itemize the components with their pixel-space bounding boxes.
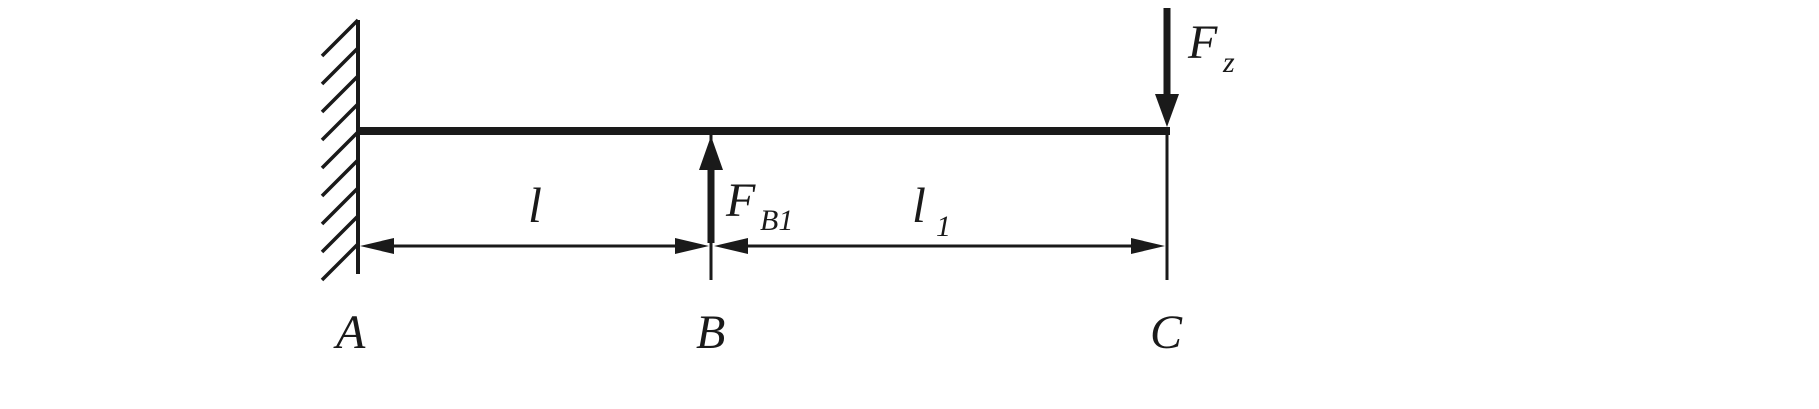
dimension-line-bc	[714, 238, 1165, 254]
dimension-label-l: l	[528, 177, 542, 233]
force-label-fb1-symbol: F	[725, 174, 756, 227]
fixed-support-hatching	[320, 18, 360, 282]
force-arrow-fb1-up	[699, 136, 723, 243]
force-label-fz-subscript: z	[1222, 46, 1235, 79]
dimension-label-l1-subscript: 1	[936, 210, 951, 243]
force-label-fz-symbol: F	[1187, 16, 1218, 69]
point-label-c: C	[1150, 306, 1183, 359]
point-label-a: A	[333, 306, 366, 359]
dimension-label-l1-symbol: l	[912, 177, 926, 233]
point-label-b: B	[696, 306, 725, 359]
dimension-line-ab	[360, 238, 709, 254]
force-arrow-fz-down	[1155, 8, 1179, 127]
force-label-fb1-subscript: B1	[760, 204, 793, 237]
